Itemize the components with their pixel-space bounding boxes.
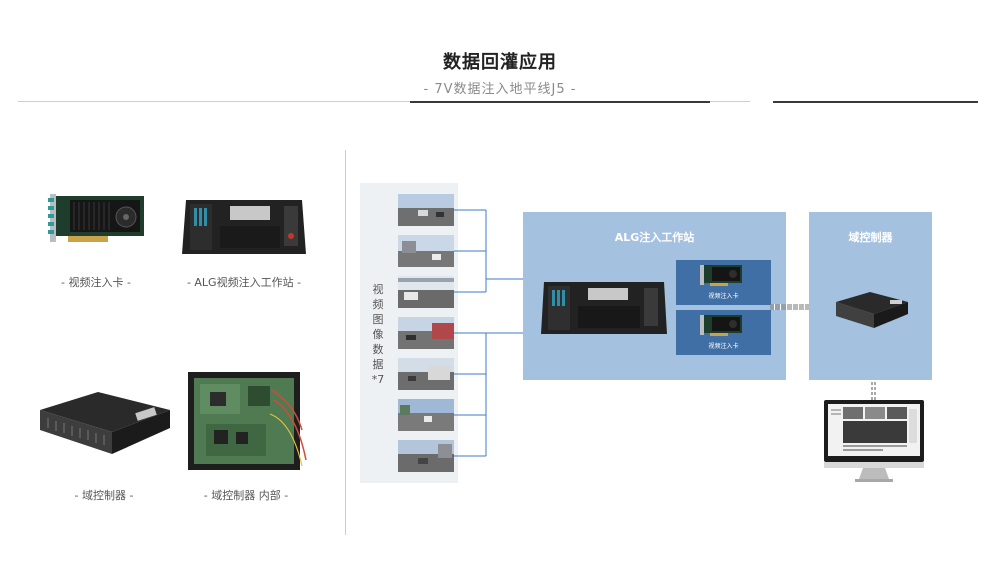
video-thumbnail-2 [398, 235, 454, 267]
video-thumbnail-4 [398, 317, 454, 349]
video-data-label: 视频图像数据*7 [371, 283, 385, 386]
page-title: 数据回灌应用 [443, 52, 557, 73]
domain-controller-inside-image [188, 372, 307, 470]
injection-card-caption: - 视频注入卡 - [61, 276, 131, 289]
alg-workstation-box-title: ALG注入工作站 [614, 231, 695, 244]
domain-controller-image [40, 392, 170, 454]
header-rule-center [410, 101, 710, 103]
video-thumbnail-6 [398, 399, 454, 431]
injection-card-diagram-image-2 [700, 315, 742, 336]
header-rule-right-a [710, 101, 750, 102]
injection-card-image [48, 194, 144, 242]
video-thumbnail-3 [398, 276, 454, 308]
alg-workstation-image [182, 200, 306, 254]
workstation-diagram-image [541, 282, 667, 334]
alg-workstation-caption: - ALG视频注入工作站 - [186, 276, 302, 289]
injection-card-box-2-label: 视频注入卡 [708, 343, 739, 350]
domain-controller-diagram-image [836, 292, 908, 328]
video-thumbnail-1 [398, 194, 454, 226]
header-rule-right-b [773, 101, 978, 103]
domain-controller-box-title: 域控制器 [848, 231, 893, 244]
injection-card-diagram-image-1 [700, 265, 742, 286]
domain-controller-caption: - 域控制器 - [74, 489, 134, 502]
page-subtitle: - 7V数据注入地平线J5 - [423, 82, 577, 97]
video-thumbnail-7 [398, 440, 454, 472]
video-thumbnail-5 [398, 358, 454, 390]
injection-card-box-1-label: 视频注入卡 [708, 293, 739, 300]
header-rule-left [18, 101, 410, 102]
section-divider [345, 150, 346, 535]
monitor-image [824, 400, 924, 482]
monitor-link [871, 382, 876, 402]
domain-controller-inside-caption: - 域控制器 内部 - [203, 489, 289, 502]
